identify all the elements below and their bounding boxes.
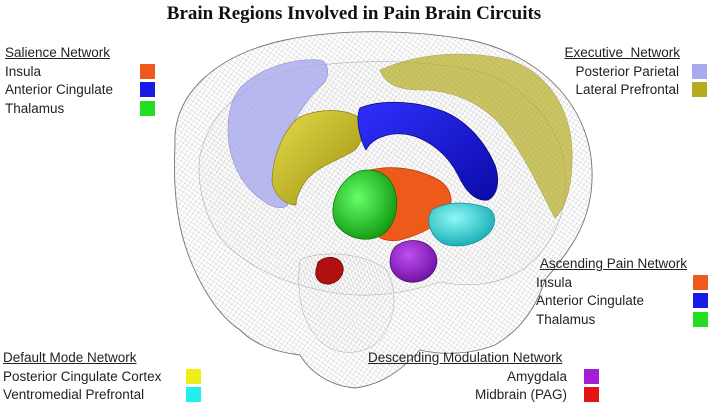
- posterior-parietal-swatch: [692, 63, 707, 79]
- default-mode-network-heading: Default Mode Network: [3, 350, 137, 365]
- legend-item-midbrain-pag: Midbrain (PAG): [368, 386, 600, 405]
- anterior-cingulate-swatch: [693, 293, 708, 308]
- thalamus-region: [332, 169, 397, 240]
- legend-item-lateral-prefrontal: Lateral Prefrontal: [540, 81, 707, 100]
- legend-label: Thalamus: [536, 311, 596, 327]
- legend-item-posterior-cingulate-cortex: Posterior Cingulate Cortex: [3, 368, 203, 387]
- legend-item-ventromedial-prefrontal: Ventromedial Prefrontal: [3, 386, 203, 405]
- legend-label: Ventromedial Prefrontal: [3, 387, 145, 402]
- legend-label: Insula: [536, 274, 573, 290]
- executive-network-heading: Executive Network: [564, 45, 680, 60]
- legend-label: Insula: [5, 63, 42, 79]
- anterior-cingulate-region: [357, 101, 498, 201]
- posterior-cingulate-cortex-swatch: [186, 368, 201, 384]
- ventromedial-prefrontal-swatch: [186, 387, 201, 402]
- legend-label: Posterior Cingulate Cortex: [3, 368, 162, 384]
- lateral-prefrontal-region: [379, 53, 573, 219]
- amygdala-swatch: [584, 368, 599, 384]
- insula-swatch: [693, 274, 708, 290]
- descending-modulation-network-heading: Descending Modulation Network: [368, 350, 563, 365]
- legend-label: Anterior Cingulate: [536, 293, 645, 308]
- legend-label: Amygdala: [506, 368, 567, 384]
- figure-title: Brain Regions Involved in Pain Brain Cir…: [166, 3, 542, 24]
- thalamus-swatch: [140, 100, 155, 116]
- amygdala-region: [389, 240, 438, 283]
- legend-label: Anterior Cingulate: [5, 82, 114, 97]
- default-mode-network-legend: Default Mode Network Posterior Cingulate…: [3, 349, 203, 405]
- legend-item-thalamus: Thalamus: [520, 311, 708, 330]
- midbrain-pag-swatch: [584, 387, 599, 402]
- legend-item-thalamus: Thalamus: [5, 100, 157, 119]
- legend-label: Lateral Prefrontal: [575, 82, 679, 97]
- ventromedial-prefrontal-region: [428, 202, 495, 247]
- legend-item-amygdala: Amygdala: [368, 368, 600, 387]
- insula-swatch: [140, 63, 155, 79]
- ascending-pain-network-legend: Ascending Pain Network Insula Anterior C…: [520, 255, 708, 329]
- midbrain-pag-region: [315, 257, 344, 285]
- salience-network-heading: Salience Network: [5, 45, 111, 60]
- lateral-prefrontal-swatch: [692, 82, 707, 97]
- legend-item-insula: Insula: [520, 274, 708, 293]
- executive-network-legend: Executive Network Posterior Parietal Lat…: [540, 44, 707, 100]
- anterior-cingulate-swatch: [140, 82, 155, 97]
- legend-item-anterior-cingulate: Anterior Cingulate: [5, 81, 157, 100]
- legend-item-posterior-parietal: Posterior Parietal: [540, 63, 707, 82]
- legend-label: Posterior Parietal: [575, 63, 679, 79]
- thalamus-swatch: [693, 311, 708, 327]
- salience-network-legend: Salience Network Insula Anterior Cingula…: [5, 44, 157, 118]
- legend-item-anterior-cingulate: Anterior Cingulate: [520, 292, 708, 311]
- legend-item-insula: Insula: [5, 63, 157, 82]
- legend-label: Midbrain (PAG): [474, 387, 567, 402]
- descending-modulation-network-legend: Descending Modulation Network Amygdala M…: [368, 349, 600, 405]
- legend-label: Thalamus: [5, 100, 65, 116]
- ascending-pain-network-heading: Ascending Pain Network: [539, 256, 687, 271]
